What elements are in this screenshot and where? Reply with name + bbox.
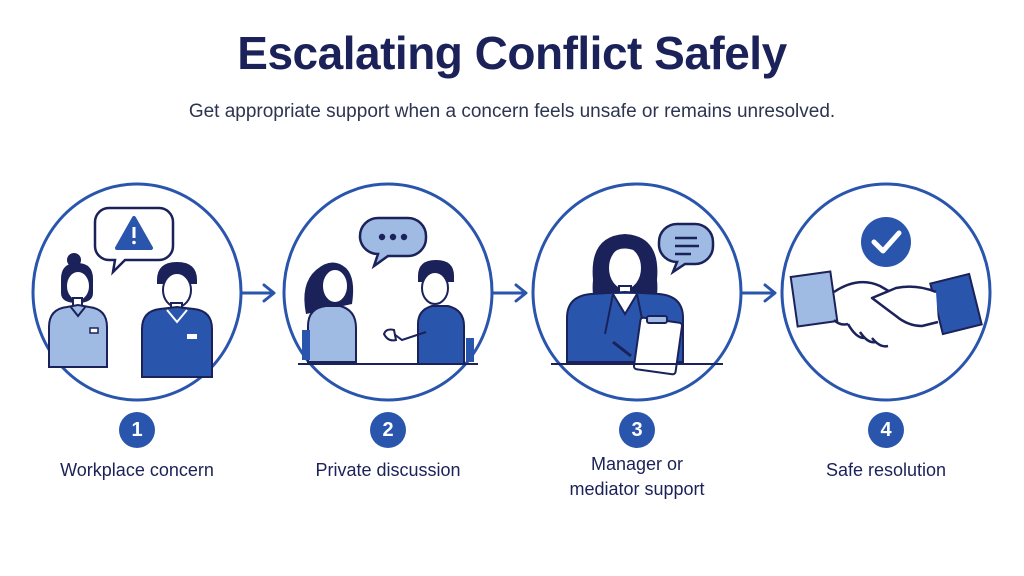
- step-1-label: Workplace concern: [60, 460, 214, 480]
- step-4-label: Safe resolution: [825, 460, 947, 480]
- step-3-label: Manager or mediator support: [569, 454, 705, 499]
- arrow-right-icon: [740, 283, 777, 303]
- step-3-number: 3: [619, 412, 655, 448]
- ellipsis-speech-bubble-icon: [358, 216, 428, 270]
- step-2-illustration: [278, 182, 498, 402]
- man-figure: [141, 262, 213, 378]
- step-2-label: Private discussion: [315, 460, 461, 480]
- woman-figure: [302, 262, 357, 363]
- step-3-illustration: [527, 182, 747, 402]
- notes-speech-bubble-icon: [657, 222, 715, 276]
- arrow-right-icon: [239, 283, 276, 303]
- warning-speech-bubble-icon: [93, 206, 175, 276]
- step-4-number: 4: [868, 412, 904, 448]
- woman-figure: [48, 253, 108, 368]
- page-title: Escalating Conflict Safely: [237, 27, 787, 79]
- page-subtitle: Get appropriate support when a concern f…: [188, 101, 836, 122]
- step-1-illustration: [27, 182, 247, 402]
- step-4-illustration: [776, 182, 996, 402]
- arrow-right-icon: [491, 283, 528, 303]
- step-2-number: 2: [370, 412, 406, 448]
- checkmark-badge-icon: [861, 217, 911, 267]
- handshake-icon: [789, 270, 983, 348]
- clipboard-icon: [612, 315, 684, 376]
- step-1-number: 1: [119, 412, 155, 448]
- man-figure: [382, 260, 474, 365]
